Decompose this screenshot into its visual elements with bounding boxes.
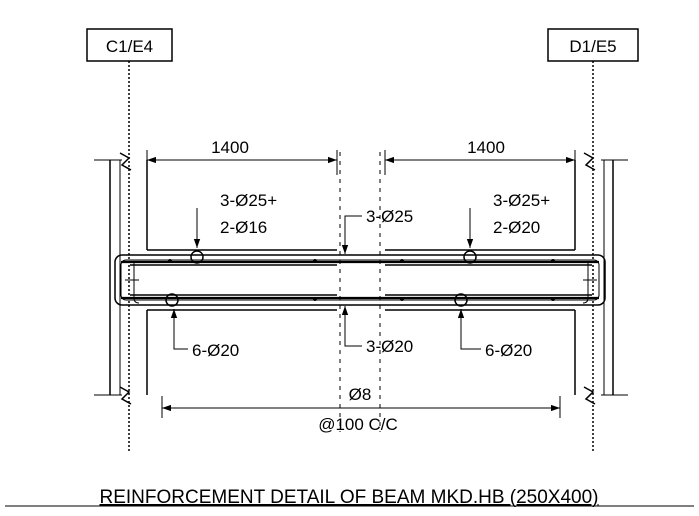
top-bar-middle: 3-Ø25 [366, 207, 413, 226]
leader-bottom-right [457, 309, 481, 350]
break-lines [339, 152, 381, 432]
bar-section-bottom-left [165, 293, 179, 307]
leader-top-middle [341, 215, 362, 254]
dim-line-right [384, 150, 576, 175]
top-bar-left-line2: 2-Ø16 [220, 218, 267, 237]
grid-label-right-text: D1/E5 [569, 37, 616, 56]
grid-label-left-text: C1/E4 [106, 37, 153, 56]
top-bar-right-line1: 3-Ø25+ [493, 191, 550, 210]
column-right [574, 152, 628, 405]
main-bars [121, 260, 599, 300]
top-bar-right-line2: 2-Ø20 [493, 218, 540, 237]
stirrup-cage [114, 254, 606, 306]
bar-section-top-left [190, 250, 204, 264]
top-bar-left-line1: 3-Ø25+ [220, 191, 277, 210]
leader-bottom-middle [341, 306, 362, 347]
beam-outline [147, 249, 575, 311]
leader-bottom-left [170, 309, 188, 350]
dim-label-left: 1400 [211, 138, 249, 157]
grid-label-right: D1/E5 [547, 28, 639, 62]
bottom-bar-middle: 3-Ø20 [366, 337, 413, 356]
dim-label-right: 1400 [467, 138, 505, 157]
stirrup-dim-line [161, 396, 561, 418]
bottom-bar-right: 6-Ø20 [485, 341, 532, 360]
grid-label-left: C1/E4 [86, 28, 173, 62]
drawing-title: REINFORCEMENT DETAIL OF BEAM MKD.HB (250… [99, 487, 598, 508]
stirrup-spacing-label: @100 C/C [318, 415, 398, 434]
stirrup-dia-label: Ø8 [349, 385, 372, 404]
bar-section-top-right [463, 250, 477, 264]
bar-dots [168, 259, 555, 301]
bottom-bar-left: 6-Ø20 [192, 341, 239, 360]
dim-line-left [146, 150, 338, 175]
bar-section-bottom-right [454, 293, 468, 307]
